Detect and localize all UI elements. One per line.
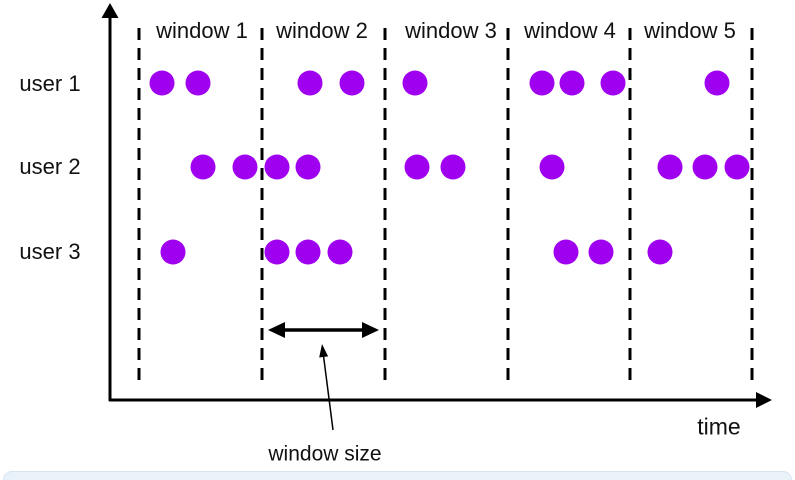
event-dot-user-1	[600, 70, 626, 96]
x-axis-arrowhead-icon	[756, 392, 772, 408]
bottom-panel-edge	[3, 471, 792, 480]
event-dot-user-1	[402, 70, 428, 96]
event-dot-user-1	[529, 70, 555, 96]
event-dot-user-3	[553, 239, 579, 265]
event-dot-user-1	[185, 70, 211, 96]
event-dot-user-2	[724, 154, 750, 180]
event-dot-user-2	[295, 154, 321, 180]
window-1-label: window 1	[156, 18, 248, 43]
event-dot-user-3	[327, 239, 353, 265]
event-dot-user-2	[539, 154, 565, 180]
event-dot-user-2	[264, 154, 290, 180]
event-dot-user-1	[704, 70, 730, 96]
window-size-label: window size	[268, 442, 382, 466]
event-dot-user-3	[160, 239, 186, 265]
event-dot-user-1	[559, 70, 585, 96]
event-dot-user-2	[692, 154, 718, 180]
event-dot-user-2	[232, 154, 258, 180]
event-dot-user-3	[264, 239, 290, 265]
event-dot-user-2	[190, 154, 216, 180]
window-size-arrowhead-left-icon	[268, 322, 285, 338]
user-1-row-label: user 1	[19, 71, 81, 96]
time-axis-label: time	[697, 413, 741, 440]
user-3-row-label: user 3	[19, 239, 81, 264]
event-dot-user-1	[339, 70, 365, 96]
event-dot-user-1	[149, 70, 175, 96]
user-2-row-label: user 2	[19, 154, 81, 179]
event-dot-user-1	[297, 70, 323, 96]
window-size-pointer-line	[322, 353, 334, 431]
event-dot-user-3	[295, 239, 321, 265]
window-4-label: window 4	[524, 18, 616, 43]
window-size-pointer-arrowhead-icon	[319, 344, 329, 358]
event-dot-user-3	[588, 239, 614, 265]
y-axis-arrowhead-icon	[101, 3, 119, 18]
event-dot-user-2	[657, 154, 683, 180]
window-3-label: window 3	[405, 18, 497, 43]
window-2-label: window 2	[276, 18, 368, 43]
window-5-label: window 5	[644, 18, 736, 43]
event-dot-user-2	[440, 154, 466, 180]
window-size-arrowhead-right-icon	[362, 322, 379, 338]
event-dot-user-2	[404, 154, 430, 180]
event-dot-user-3	[647, 239, 673, 265]
